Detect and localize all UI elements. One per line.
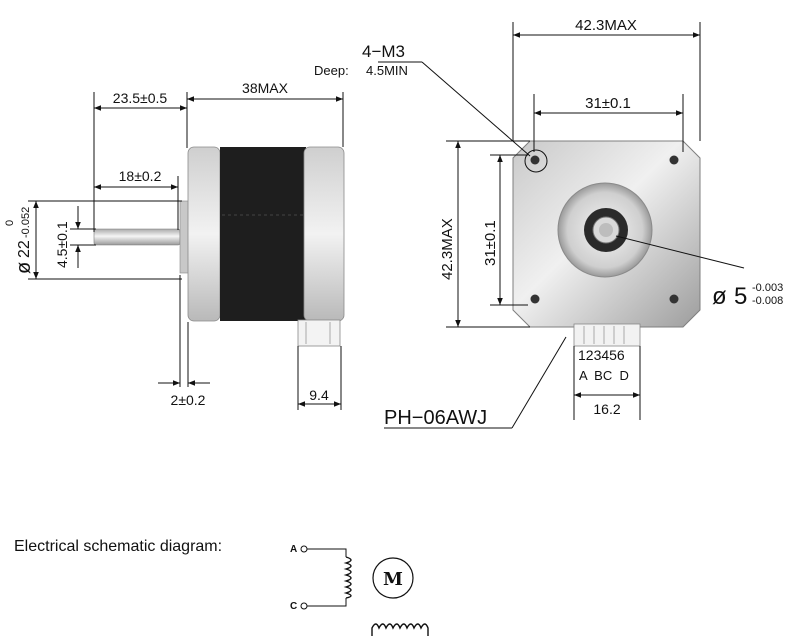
schematic: A C M — [290, 544, 429, 636]
hole-label: 4−M3 — [362, 42, 405, 61]
rear-end-cap — [303, 146, 345, 322]
coil-bd — [371, 623, 429, 636]
hole-depth-prefix: Deep: — [314, 63, 349, 78]
mount-hole — [530, 155, 540, 165]
dim-boss-height: 2±0.2 — [171, 392, 206, 408]
mount-hole — [669, 155, 679, 165]
dim-connector: 9.4 — [309, 387, 329, 403]
motor-shaft — [93, 228, 181, 246]
shaft-tol-top: -0.003 — [752, 282, 783, 294]
dim-body-length: 38MAX — [242, 80, 289, 96]
shaft-diameter-symbol: ø — [712, 283, 727, 310]
dim-boss-tol-bottom: -0.052 — [20, 207, 32, 238]
shaft-tol-bottom: -0.008 — [752, 295, 783, 307]
dim-width: 42.3MAX — [575, 17, 637, 34]
connector-part: PH−06AWJ — [384, 407, 487, 429]
dim-hole-spacing-v: 31±0.1 — [482, 220, 499, 266]
dim-boss-diameter: 22 — [16, 240, 33, 258]
side-view: 23.5±0.5 38MAX 18±0.2 ø 22 0 -0.052 4.5±… — [4, 80, 345, 410]
front-view: 42.3MAX 31±0.1 42.3MAX 31±0.1 4−M3 Deep:… — [314, 17, 783, 429]
dim-boss-tol-top: 0 — [4, 220, 16, 226]
mount-hole — [530, 294, 540, 304]
dim-height: 42.3MAX — [439, 218, 456, 280]
connector-width: 16.2 — [593, 401, 620, 417]
dim-flat-depth: 4.5±0.1 — [54, 221, 70, 268]
coil-ac — [343, 556, 352, 599]
pin-numbers: 123456 — [578, 347, 625, 363]
dim-hole-spacing-h: 31±0.1 — [585, 95, 631, 112]
hole-depth-value: 4.5MIN — [366, 63, 408, 78]
mount-hole — [669, 294, 679, 304]
stator-body — [220, 147, 306, 321]
schematic-title: Electrical schematic diagram: — [14, 538, 223, 555]
front-end-cap — [187, 146, 221, 322]
motor-symbol — [372, 557, 414, 599]
terminal-c: C — [290, 601, 297, 612]
boss-diameter-symbol: ø — [13, 262, 35, 274]
shaft-diameter: 5 — [734, 283, 747, 310]
dim-flat-length: 18±0.2 — [119, 168, 162, 184]
terminal-a: A — [290, 544, 297, 555]
motor-label: M — [383, 569, 403, 590]
pin-labels: A BC D — [579, 368, 629, 383]
dim-shaft-length: 23.5±0.5 — [113, 90, 168, 106]
side-connector — [297, 319, 341, 347]
